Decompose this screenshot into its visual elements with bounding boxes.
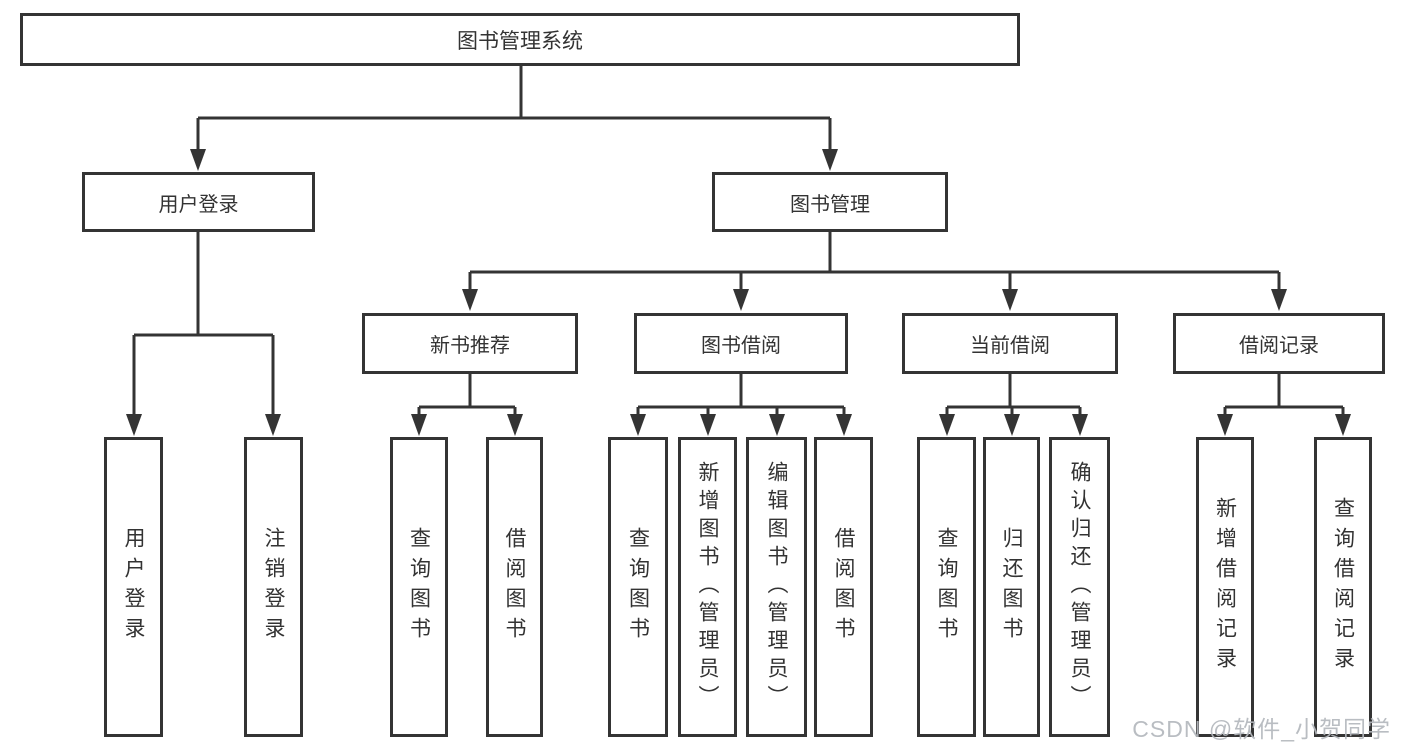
node-current-borrowing: 当前借阅 [902, 313, 1118, 374]
connector-line [468, 232, 1281, 290]
arrow-down-icon [507, 414, 523, 436]
arrow-down-icon [1004, 414, 1020, 436]
connector-bookmgmt-split [468, 232, 1281, 290]
connector-borrow-split [636, 374, 846, 415]
arrow-down-icon [1335, 414, 1351, 436]
leaf-borrow-books-recommend: 借阅图书 [486, 437, 543, 737]
connector-line [636, 374, 846, 415]
arrow-down-icon [265, 414, 281, 436]
leaf-query-books-borrow: 查询图书 [608, 437, 668, 737]
connector-userlogin-split [132, 232, 275, 415]
node-library-system: 图书管理系统 [20, 13, 1020, 66]
node-book-management-branch: 图书管理 [712, 172, 948, 232]
node-book-borrowing: 图书借阅 [634, 313, 848, 374]
arrow-down-icon [462, 289, 478, 311]
arrow-down-icon [630, 414, 646, 436]
arrow-down-icon [1271, 289, 1287, 311]
leaf-edit-book-admin: 编辑图书（管理员） [746, 437, 807, 737]
connector-current-split [945, 374, 1082, 415]
leaf-logout: 注销登录 [244, 437, 303, 737]
arrow-down-icon [1217, 414, 1233, 436]
connector-records-split [1223, 374, 1345, 415]
leaf-add-borrow-record: 新增借阅记录 [1196, 437, 1254, 737]
csdn-watermark: CSDN @软件_小贺同学 [1132, 716, 1391, 742]
connector-newbook-split [417, 374, 517, 415]
connector-line [132, 232, 275, 415]
leaf-query-borrow-record: 查询借阅记录 [1314, 437, 1372, 737]
leaf-user-login: 用户登录 [104, 437, 163, 737]
arrow-down-icon [733, 289, 749, 311]
arrow-down-icon [836, 414, 852, 436]
node-user-login-branch: 用户登录 [82, 172, 315, 232]
leaf-confirm-return-admin: 确认归还（管理员） [1049, 437, 1110, 737]
connector-root-split [196, 66, 832, 150]
leaf-query-books-current: 查询图书 [917, 437, 976, 737]
arrow-down-icon [1072, 414, 1088, 436]
connector-line [945, 374, 1082, 415]
arrow-down-icon [126, 414, 142, 436]
arrow-down-icon [411, 414, 427, 436]
connector-line [1223, 374, 1345, 415]
leaf-query-books-recommend: 查询图书 [390, 437, 448, 737]
arrow-down-icon [822, 149, 838, 171]
arrow-down-icon [939, 414, 955, 436]
connector-line [196, 66, 832, 150]
node-new-book-recommendation: 新书推荐 [362, 313, 578, 374]
leaf-add-book-admin: 新增图书（管理员） [678, 437, 737, 737]
connector-line [417, 374, 517, 415]
arrow-down-icon [700, 414, 716, 436]
arrow-down-icon [769, 414, 785, 436]
node-borrowing-records: 借阅记录 [1173, 313, 1385, 374]
leaf-return-book: 归还图书 [983, 437, 1040, 737]
arrow-down-icon [1002, 289, 1018, 311]
leaf-borrow-books: 借阅图书 [814, 437, 873, 737]
arrow-down-icon [190, 149, 206, 171]
